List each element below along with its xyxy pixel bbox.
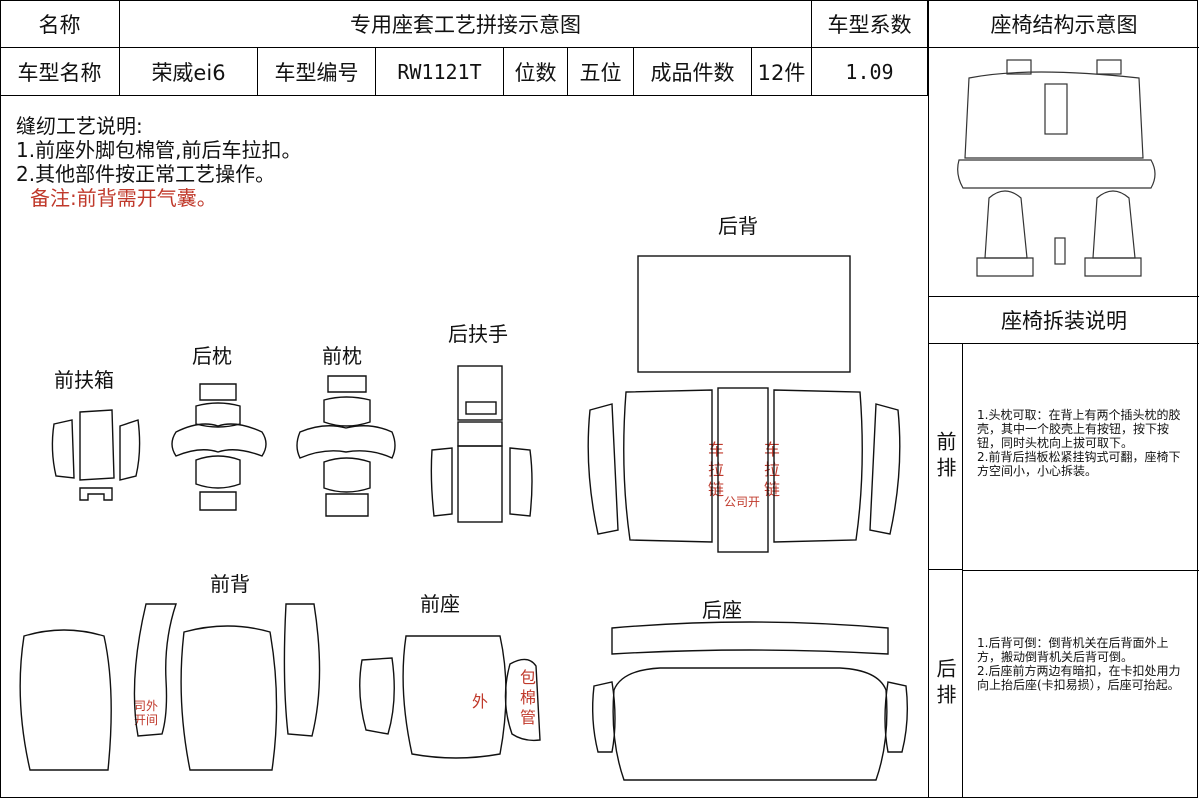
seats-value: 五位 <box>568 48 634 96</box>
front-row-label: 前排 <box>929 344 963 570</box>
rear-headrest-pieces <box>171 383 267 511</box>
annotation-outer: 外 <box>472 692 489 711</box>
pattern-pieces <box>19 255 909 781</box>
rear-row-text: 1.后背可倒：倒背机关在后背面外上方，搬动倒背机关后背可倒。 2.后座前方两边有… <box>977 636 1181 692</box>
right-panel: 座椅结构示意图 座椅拆装说明 前排 1.头枕可取：在背上有两个插头枕的胶壳，其中… <box>928 0 1199 798</box>
rear-row-label: 后排 <box>929 570 963 798</box>
seats-label: 位数 <box>504 48 568 96</box>
row-divider <box>963 570 1199 571</box>
removal-title: 座椅拆装说明 <box>929 296 1199 344</box>
pieces-value: 12件 <box>752 48 812 96</box>
label-front-headrest: 前枕 <box>322 344 362 368</box>
label-front-armrest: 前扶箱 <box>54 368 114 392</box>
notes-remark: 备注:前背需开气囊。 <box>30 186 217 210</box>
structure-title: 座椅结构示意图 <box>929 0 1199 48</box>
label-rear-armrest: 后扶手 <box>448 322 508 346</box>
notes-title: 缝纫工艺说明: <box>16 114 143 138</box>
label-front-back: 前背 <box>210 572 250 596</box>
annotation-airbag-2: 开间 <box>134 713 159 727</box>
pieces-label: 成品件数 <box>634 48 752 96</box>
label-rear-back: 后背 <box>718 214 758 238</box>
front-armrest-pieces <box>51 409 141 501</box>
label-rear-headrest: 后枕 <box>192 344 232 368</box>
model-code-label: 车型编号 <box>258 48 376 96</box>
front-row-text: 1.头枕可取：在背上有两个插头枕的胶壳，其中一个胶壳上有按钮，按下按钮，同时头枕… <box>977 408 1181 478</box>
seat-structure-illustration <box>957 59 1156 277</box>
coef-value: 1.09 <box>812 48 928 96</box>
rear-armrest-pieces <box>430 365 533 523</box>
rear-seat-pieces <box>591 621 909 781</box>
notes-line-1: 1.前座外脚包棉管,前后车拉扣。 <box>16 138 302 162</box>
model-name: 荣威ei6 <box>120 48 258 96</box>
name-label: 名称 <box>0 0 120 48</box>
coef-label: 车型系数 <box>812 0 928 48</box>
front-seat-pieces <box>359 635 541 759</box>
notes-line-2: 2.其他部件按正常工艺操作。 <box>16 162 276 186</box>
label-rear-seat: 后座 <box>702 598 742 622</box>
annotation-cotton-pipe: 包棉管 <box>520 668 537 727</box>
annotation-airbag: 司外 <box>134 699 159 713</box>
sewing-notes: 缝纫工艺说明: 1.前座外脚包棉管,前后车拉扣。 2.其他部件按正常工艺操作。 … <box>16 114 301 210</box>
label-front-seat: 前座 <box>420 592 460 616</box>
annotation-opening: 公司开 <box>724 495 761 509</box>
model-name-label: 车型名称 <box>0 48 120 96</box>
diagram-title: 专用座套工艺拼接示意图 <box>120 0 812 48</box>
front-back-pieces <box>19 603 321 771</box>
front-headrest-pieces <box>296 375 396 517</box>
model-code: RW1121T <box>376 48 504 96</box>
rear-back-pieces <box>587 255 901 553</box>
